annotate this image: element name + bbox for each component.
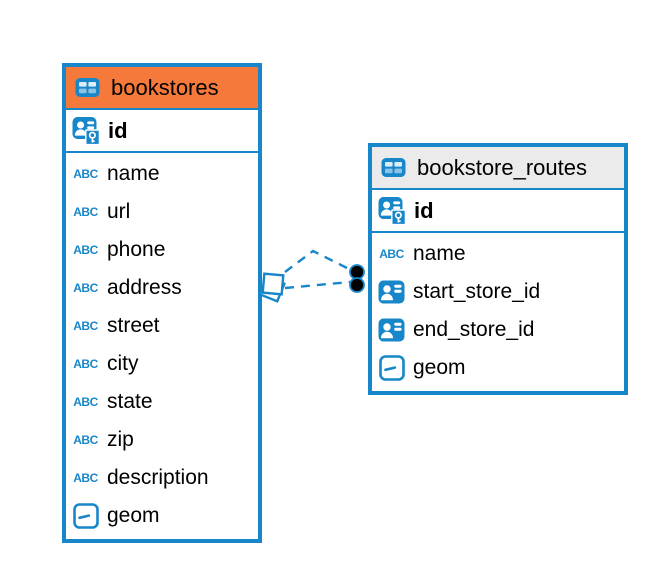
column-label: city bbox=[107, 352, 139, 375]
person-id-icon bbox=[377, 280, 406, 304]
column-row[interactable]: geom bbox=[372, 349, 624, 387]
geometry-icon bbox=[71, 503, 100, 529]
column-label: description bbox=[107, 466, 209, 489]
column-row[interactable]: geom bbox=[66, 497, 258, 535]
column-label: start_store_id bbox=[413, 280, 541, 303]
person-id-icon bbox=[377, 318, 406, 342]
column-row[interactable]: ABC url bbox=[66, 193, 258, 231]
person-id-key-icon bbox=[377, 196, 406, 226]
column-label: name bbox=[413, 242, 466, 265]
column-row[interactable]: ABC description bbox=[66, 459, 258, 497]
column-label: phone bbox=[107, 238, 166, 261]
column-label: url bbox=[107, 200, 131, 223]
table-bookstore-routes[interactable]: bookstore_routes id ABC name start_store… bbox=[368, 143, 628, 395]
relationship-line-start-store[interactable] bbox=[284, 249, 352, 273]
primary-key-label: id bbox=[414, 197, 434, 223]
relationship-endpoint-dot[interactable] bbox=[349, 277, 365, 293]
column-row[interactable]: ABC address bbox=[66, 269, 258, 307]
person-id-key-icon bbox=[71, 116, 100, 146]
text-icon: ABC bbox=[73, 433, 98, 447]
text-icon: ABC bbox=[73, 357, 98, 371]
column-row-id[interactable]: id bbox=[372, 190, 624, 233]
column-label: state bbox=[107, 390, 153, 413]
column-label: end_store_id bbox=[413, 318, 535, 341]
relationship-endpoint-dots[interactable] bbox=[349, 264, 365, 293]
text-icon: ABC bbox=[73, 167, 98, 181]
column-row[interactable]: ABC name bbox=[372, 235, 624, 273]
column-label: geom bbox=[107, 504, 160, 527]
text-icon: ABC bbox=[379, 247, 404, 261]
column-row[interactable]: ABC phone bbox=[66, 231, 258, 269]
text-icon: ABC bbox=[73, 205, 98, 219]
primary-key-label: id bbox=[108, 117, 128, 143]
table-title: bookstore_routes bbox=[417, 154, 587, 180]
column-list: ABC name ABC url ABC phone ABC address bbox=[66, 153, 258, 539]
relationship-endpoint-dot[interactable] bbox=[349, 264, 365, 280]
column-label: name bbox=[107, 162, 160, 185]
column-label: street bbox=[107, 314, 160, 337]
table-icon bbox=[379, 154, 408, 181]
column-row[interactable]: ABC state bbox=[66, 383, 258, 421]
geometry-icon bbox=[377, 355, 406, 381]
column-row-id[interactable]: id bbox=[66, 110, 258, 153]
column-row[interactable]: ABC city bbox=[66, 345, 258, 383]
text-icon: ABC bbox=[73, 319, 98, 333]
column-row[interactable]: end_store_id bbox=[372, 311, 624, 349]
column-label: zip bbox=[107, 428, 134, 451]
column-row[interactable]: ABC zip bbox=[66, 421, 258, 459]
column-list: ABC name start_store_id end_store_id geo… bbox=[372, 233, 624, 391]
table-icon bbox=[73, 74, 102, 101]
text-icon: ABC bbox=[73, 471, 98, 485]
table-bookstores[interactable]: bookstores id ABC name ABC url ABC p bbox=[62, 63, 262, 543]
column-label: address bbox=[107, 276, 182, 299]
table-header-bookstores[interactable]: bookstores bbox=[66, 67, 258, 110]
table-title: bookstores bbox=[111, 74, 219, 100]
column-row[interactable]: ABC street bbox=[66, 307, 258, 345]
table-header-bookstore-routes[interactable]: bookstore_routes bbox=[372, 147, 624, 190]
relationship-source-anchor[interactable] bbox=[258, 272, 286, 303]
column-row[interactable]: ABC name bbox=[66, 155, 258, 193]
text-icon: ABC bbox=[73, 281, 98, 295]
column-label: geom bbox=[413, 356, 466, 379]
text-icon: ABC bbox=[73, 395, 98, 409]
relationship-line-end-store[interactable] bbox=[284, 280, 351, 290]
text-icon: ABC bbox=[73, 243, 98, 257]
column-row[interactable]: start_store_id bbox=[372, 273, 624, 311]
